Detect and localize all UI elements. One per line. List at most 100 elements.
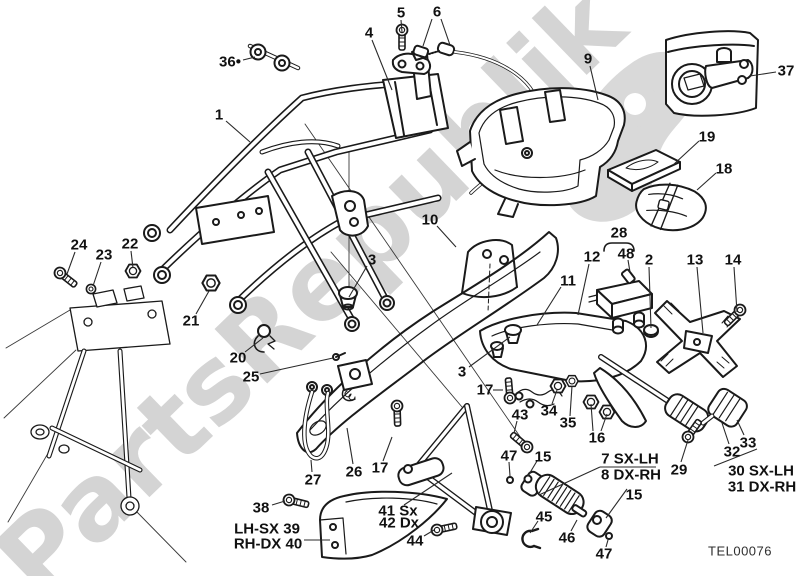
part-callout-6: 6 bbox=[433, 4, 441, 21]
leader-line bbox=[242, 56, 256, 61]
part-callout-17: 17 bbox=[372, 460, 389, 477]
part-callout-17: 17 bbox=[477, 382, 494, 399]
tube-fill bbox=[266, 170, 354, 322]
tube-fill bbox=[599, 355, 670, 403]
part-tool-bag bbox=[635, 182, 707, 232]
pin-icon-46 bbox=[571, 504, 588, 518]
leader-line bbox=[225, 120, 251, 143]
part-callout-15: 15 bbox=[626, 487, 643, 504]
part-callout-42-Dx: 42 Dx bbox=[379, 515, 420, 532]
part-callout-27: 27 bbox=[305, 472, 322, 489]
leader-line bbox=[600, 413, 608, 432]
tube-fill bbox=[47, 349, 86, 458]
leader-line bbox=[440, 18, 451, 46]
part-callout-29: 29 bbox=[671, 462, 688, 479]
leader-line bbox=[577, 263, 590, 316]
leader-line bbox=[551, 389, 558, 405]
leader-line bbox=[529, 520, 539, 534]
part-callout-35: 35 bbox=[560, 415, 577, 432]
part-callout-22: 22 bbox=[122, 236, 139, 253]
part-callout-3: 3 bbox=[368, 252, 376, 269]
leader-line bbox=[733, 266, 738, 313]
tube-fill bbox=[465, 404, 493, 517]
part-callout-30-SX-LH: 30 SX-LH bbox=[728, 463, 794, 480]
part-battery-cable bbox=[302, 381, 333, 461]
bracket-28 bbox=[603, 242, 635, 252]
part-callout-15: 15 bbox=[535, 449, 552, 466]
leader-line bbox=[259, 357, 334, 375]
part-x-bracket bbox=[654, 300, 741, 378]
leader-line bbox=[672, 140, 700, 166]
part-callout-9: 9 bbox=[584, 51, 592, 68]
part-cable-guide bbox=[247, 43, 301, 72]
part-callout-36: 36• bbox=[219, 54, 241, 71]
leader-line bbox=[696, 266, 704, 334]
part-callout-4: 4 bbox=[365, 25, 374, 42]
leader-line bbox=[605, 539, 609, 548]
tube-fill bbox=[701, 414, 714, 425]
part-damper-assembly bbox=[598, 354, 748, 446]
part-callout-26: 26 bbox=[346, 464, 363, 481]
leader-line bbox=[605, 488, 628, 519]
part-manual-case bbox=[607, 149, 681, 192]
part-callout-47: 47 bbox=[501, 448, 518, 465]
diagram-code: TEL00076 bbox=[708, 544, 772, 559]
part-callout-43: 43 bbox=[512, 407, 529, 424]
part-side-plate bbox=[281, 490, 448, 560]
part-callout-47: 47 bbox=[596, 546, 613, 563]
leader-line bbox=[195, 290, 210, 315]
part-callout-5: 5 bbox=[397, 5, 405, 22]
part-rear-subframe bbox=[143, 53, 449, 332]
nut-icon-16b bbox=[598, 404, 616, 420]
leader-line bbox=[310, 459, 313, 473]
leader-line bbox=[423, 529, 435, 537]
leader-line bbox=[570, 519, 578, 532]
tube-fill bbox=[414, 404, 469, 470]
part-rubber-cap-2 bbox=[643, 324, 659, 338]
part-callout-24: 24 bbox=[71, 237, 88, 254]
clip-icon-45 bbox=[521, 527, 542, 550]
part-callout-19: 19 bbox=[699, 129, 716, 146]
part-tail-cowl bbox=[296, 231, 559, 454]
leader-line bbox=[92, 261, 102, 287]
part-callout-37: 37 bbox=[778, 63, 795, 80]
leader-line bbox=[749, 71, 777, 77]
part-callout-21: 21 bbox=[183, 313, 200, 330]
leader-line bbox=[346, 427, 354, 465]
part-callout-7-SX-LH: 7 SX-LH bbox=[601, 451, 659, 468]
part-callout-34: 34 bbox=[541, 403, 558, 420]
part-callout-44: 44 bbox=[407, 533, 424, 550]
part-undertray bbox=[479, 311, 647, 428]
part-callout-13: 13 bbox=[687, 252, 704, 269]
leader-line bbox=[244, 337, 264, 353]
leader-line bbox=[696, 172, 717, 191]
part-callout-14: 14 bbox=[725, 252, 742, 269]
part-callout-45: 45 bbox=[536, 509, 553, 526]
leader-line bbox=[348, 265, 368, 298]
part-callout-3: 3 bbox=[458, 364, 466, 381]
leader-line bbox=[590, 403, 594, 432]
part-callout-20: 20 bbox=[230, 350, 247, 367]
part-callout-1: 1 bbox=[215, 107, 223, 124]
tube-fill bbox=[118, 349, 131, 500]
leader-line bbox=[271, 500, 286, 506]
leader-line bbox=[468, 336, 511, 368]
leader-line bbox=[648, 266, 652, 329]
part-seat-latch bbox=[253, 324, 373, 402]
bolt-icon-44 bbox=[429, 519, 459, 538]
part-callout-41-Sx: 41 Sx bbox=[378, 503, 418, 520]
leader-line bbox=[66, 251, 76, 275]
tube-fill bbox=[50, 426, 142, 472]
leader-line bbox=[371, 39, 393, 91]
part-callout-46: 46 bbox=[559, 530, 576, 547]
part-footpeg-hanger bbox=[390, 399, 542, 550]
part-callout-32: 32 bbox=[724, 444, 741, 461]
bolt-icon-17-left bbox=[390, 399, 405, 428]
leader-line bbox=[508, 461, 511, 477]
bolt-icon-17-right bbox=[501, 376, 517, 405]
part-main-frame-section bbox=[3, 285, 187, 563]
nut-icon-21 bbox=[201, 274, 221, 292]
part-callout-23: 23 bbox=[96, 247, 113, 264]
